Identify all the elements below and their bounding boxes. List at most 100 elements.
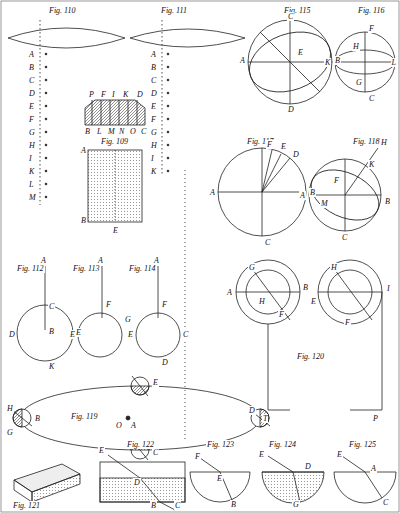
point-letter: G [124, 315, 132, 324]
point-letter: C [341, 233, 348, 242]
shaded-vessel [85, 100, 145, 222]
engraved-stroke [45, 118, 47, 120]
point-letter: D [304, 462, 312, 471]
figure-caption: Fig. 112 [16, 264, 45, 273]
point-letter: A [40, 256, 47, 265]
point-letter: A [239, 56, 246, 65]
point-letter: C [150, 76, 157, 85]
point-letter: K [368, 160, 375, 169]
point-letter: C [140, 127, 147, 136]
figure-caption: Fig. 124 [268, 440, 297, 449]
point-letter: D [292, 150, 300, 159]
point-letter: C [287, 12, 294, 21]
prism [14, 464, 80, 502]
semicircle-figure [262, 456, 324, 503]
point-letter: B [334, 56, 341, 65]
point-letter: D [8, 330, 16, 339]
point-letter: H [6, 404, 14, 413]
circle-figure [335, 32, 395, 92]
engraved-stroke [167, 118, 169, 120]
point-letter: F [266, 140, 273, 149]
figure-caption: Fig. 109 [100, 137, 129, 146]
point-letter: A [226, 288, 233, 297]
point-letter: F [28, 115, 35, 124]
engraved-stroke [167, 105, 169, 107]
point-letter: B [48, 327, 55, 336]
point-letter: C [28, 76, 35, 85]
point-letter: C [368, 94, 375, 103]
point-letter: B [28, 63, 35, 72]
figure-caption: Fig. 119 [70, 412, 99, 421]
point-letter: A [130, 421, 137, 430]
point-letter: D [287, 105, 295, 114]
point-letter: I [150, 154, 155, 163]
point-letter: O [129, 127, 137, 136]
engraved-stroke [45, 79, 47, 81]
point-letter: T [262, 414, 268, 423]
engraved-stroke [167, 53, 169, 55]
point-letter: H [150, 141, 158, 150]
point-letter: E [258, 450, 265, 459]
engraved-stroke [137, 100, 138, 125]
figure-caption: Fig. 125 [348, 440, 377, 449]
figure-caption: Fig. 120 [296, 352, 325, 361]
point-letter: F [278, 310, 285, 319]
point-letter: C [182, 330, 189, 339]
point-letter: E [98, 446, 105, 455]
engraved-stroke [167, 66, 169, 68]
point-letter: A [80, 146, 87, 155]
point-letter: D [133, 478, 141, 487]
point-letter: H [330, 263, 338, 272]
figure-caption: Fig. 113 [72, 264, 101, 273]
point-letter: N [118, 127, 125, 136]
engraved-stroke [167, 79, 169, 81]
point-letter: M [28, 193, 37, 202]
point-letter: A [97, 256, 104, 265]
point-letter: H [380, 138, 388, 147]
point-letter: E [127, 330, 134, 339]
point-letter: B [80, 216, 87, 225]
point-letter: F [194, 452, 201, 461]
point-letter: C [152, 448, 159, 457]
point-letter: B [230, 500, 237, 509]
point-letter: D [28, 89, 36, 98]
point-letter: B [302, 283, 309, 292]
point-letter: C [264, 238, 271, 247]
point-letter: G [28, 128, 36, 137]
figure-caption: Fig. 118 [352, 137, 381, 146]
point-letter: I [386, 284, 391, 293]
point-letter: M [320, 199, 329, 208]
engraved-stroke [45, 105, 47, 107]
point-letter: E [280, 142, 287, 151]
point-letter: K [324, 58, 331, 67]
point-letter: G [248, 263, 256, 272]
point-letter: H [28, 141, 36, 150]
engraved-stroke [167, 92, 169, 94]
point-letter: L [391, 58, 397, 67]
figure-caption: Fig. 123 [206, 440, 235, 449]
point-letter: C [382, 498, 389, 507]
engraved-stroke [45, 157, 47, 159]
point-letter: A [299, 191, 306, 200]
engraved-stroke [110, 100, 111, 125]
pendulum-figure [17, 266, 180, 361]
point-letter: H [352, 42, 360, 51]
engraved-stroke [167, 144, 169, 146]
circle-figure [241, 20, 339, 104]
point-letter: F [344, 318, 351, 327]
point-letter: E [310, 297, 317, 306]
point-letter: A [153, 256, 160, 265]
engraved-stroke [45, 92, 47, 94]
point-letter: C [48, 302, 55, 311]
engraved-stroke [45, 183, 47, 185]
point-letter: B [150, 63, 157, 72]
point-letter: C [174, 501, 181, 510]
point-letter: L [28, 180, 34, 189]
engraved-stroke [45, 66, 47, 68]
point-letter: F [161, 300, 168, 309]
point-letter: L [96, 127, 102, 136]
engraved-stroke [128, 100, 129, 125]
refraction-block [100, 455, 185, 510]
point-letter: D [136, 90, 144, 99]
